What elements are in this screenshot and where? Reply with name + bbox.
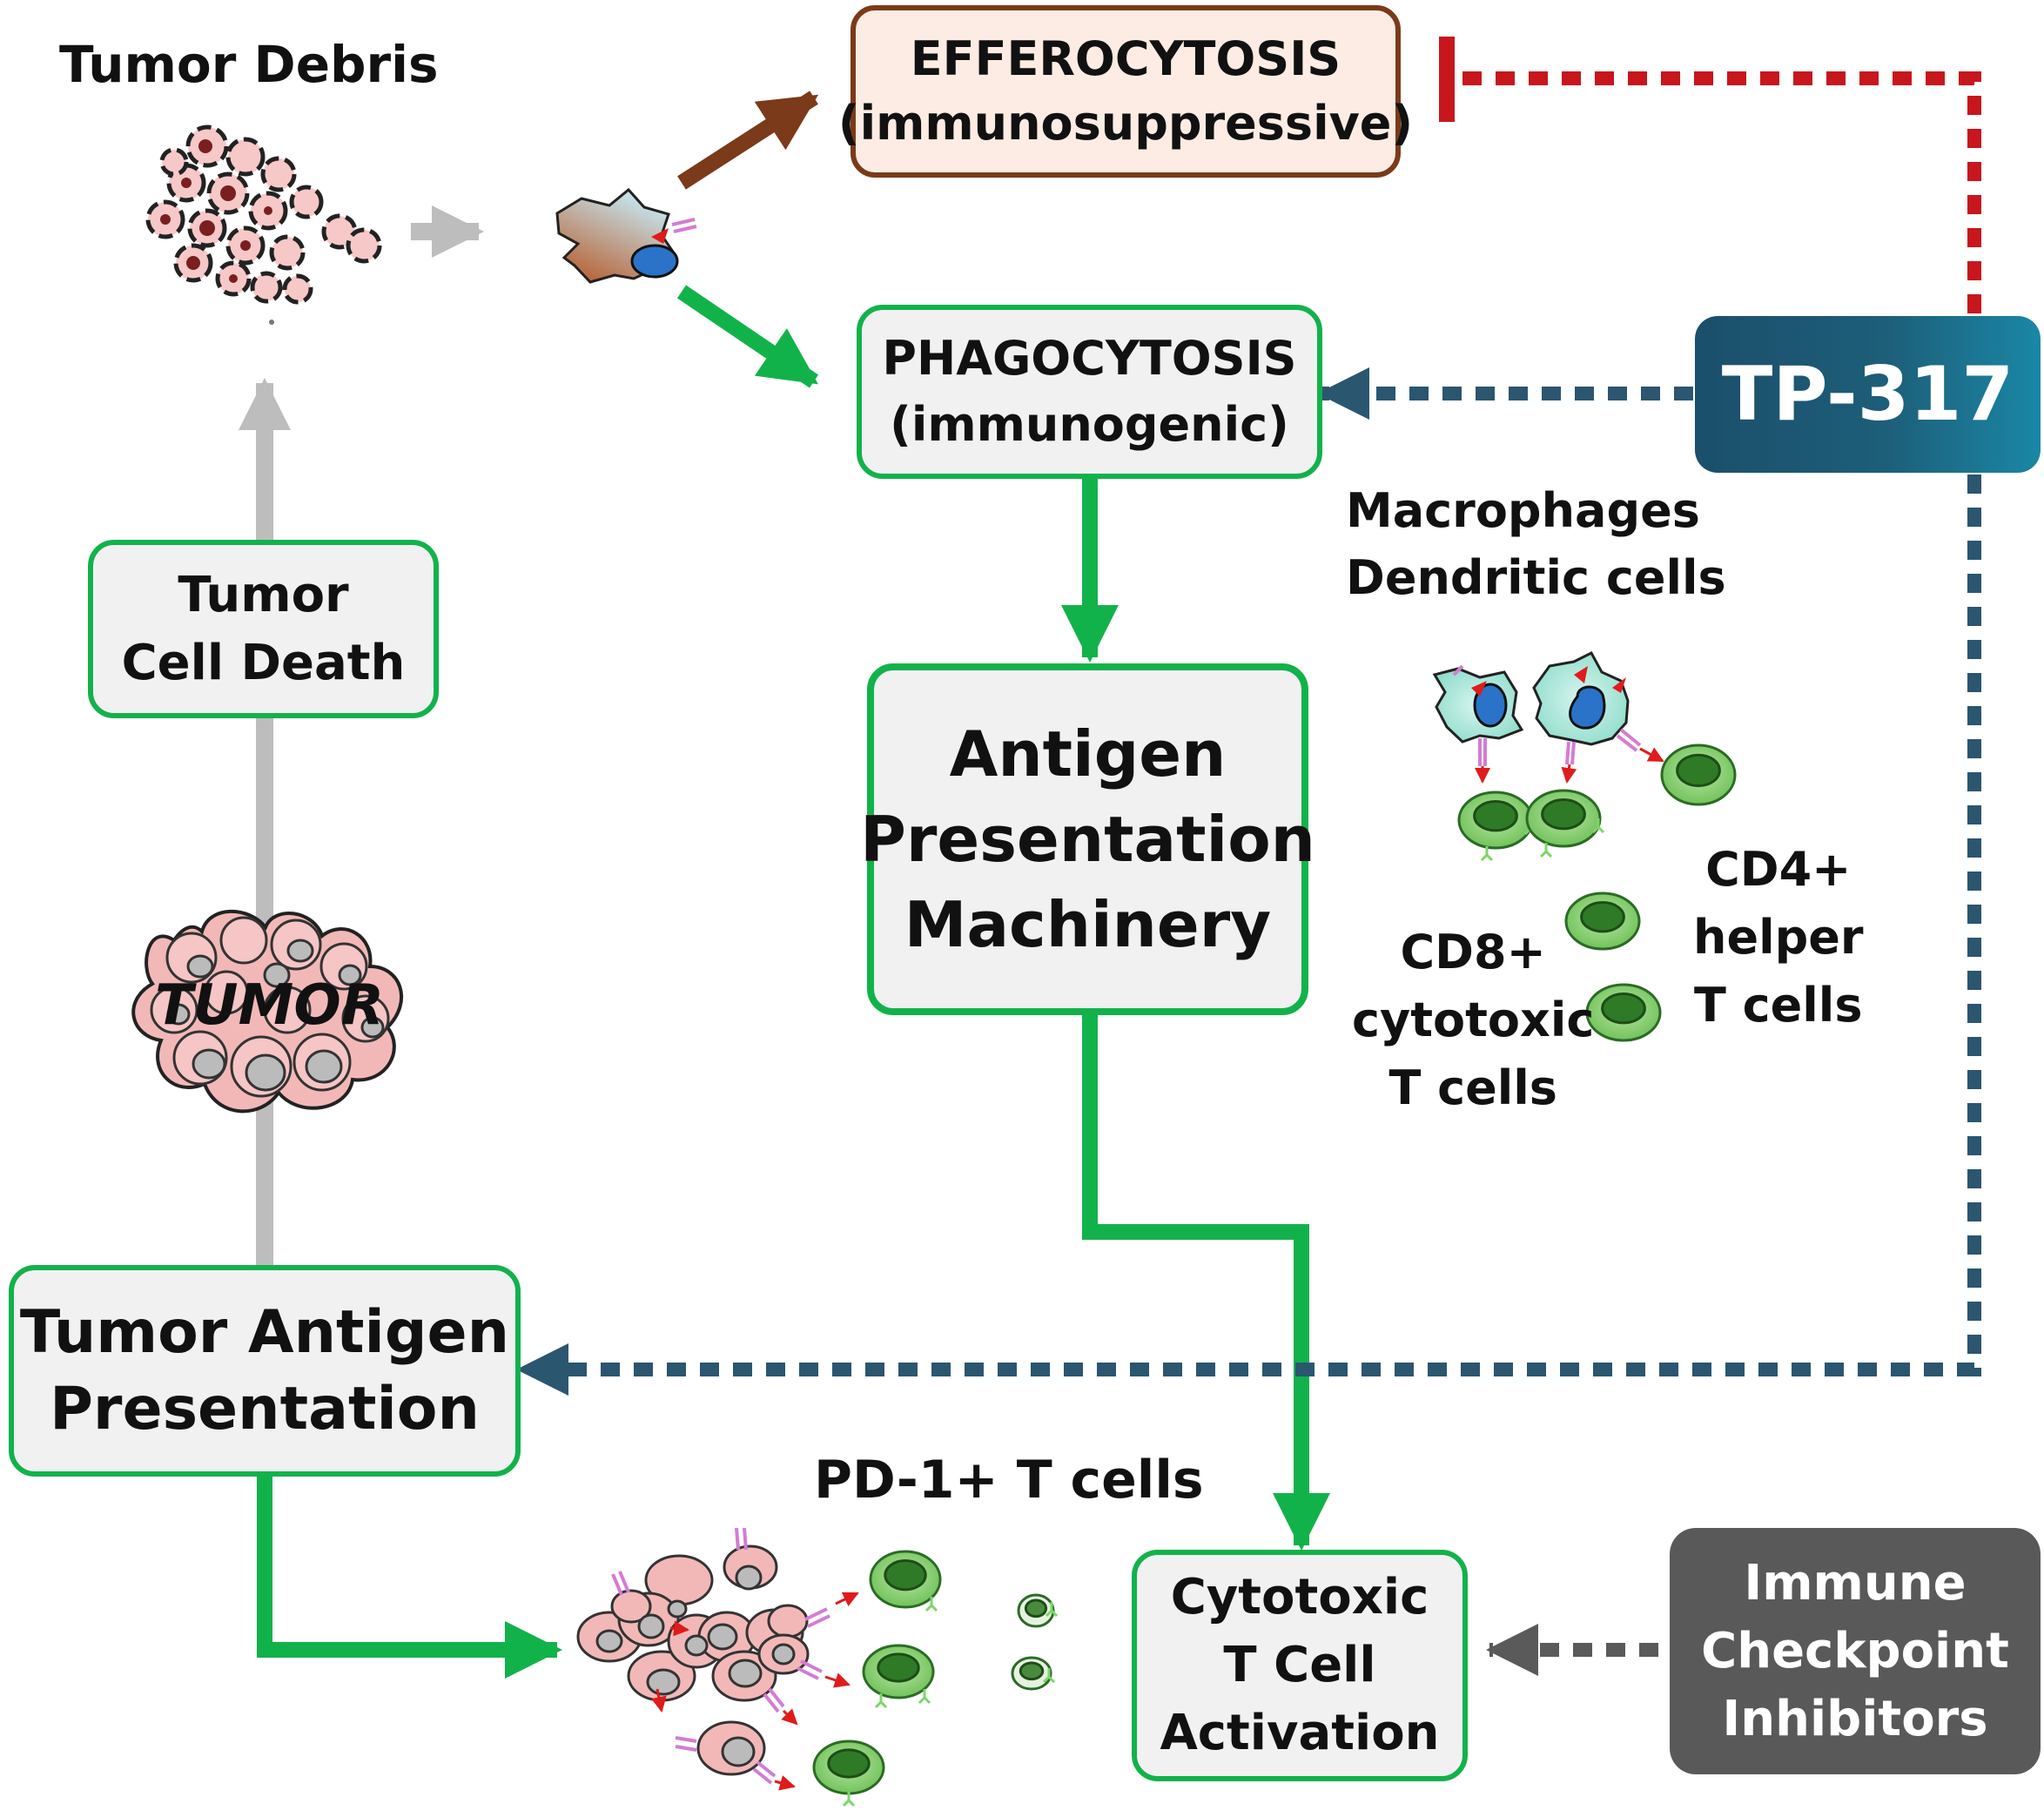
tp317-arrow-to-tumor-antigen <box>516 474 1981 1396</box>
t-cell-icon <box>1525 789 1605 858</box>
t-cell-icon <box>1457 791 1537 862</box>
immune-checkpoint-inhibitors-box[interactable]: Immune Checkpoint Inhibitors <box>1670 1528 2041 1774</box>
phagocytosis-title: PHAGOCYTOSIS <box>882 331 1297 386</box>
tp317-inhibition-to-efferocytosis <box>1458 71 1981 313</box>
efferocytosis-title: EFFEROCYTOSIS <box>910 31 1341 86</box>
green-arrow-to-activation <box>1082 1010 1330 1551</box>
green-arrow-to-phagocytosis <box>676 285 819 388</box>
debris-cluster-icon <box>145 124 382 325</box>
t-cell-icon <box>1017 1593 1059 1628</box>
tumor-cell-icon <box>576 1527 859 1791</box>
tp317-box[interactable]: TP-317 <box>1695 316 2041 473</box>
macrophage-icon <box>555 187 697 284</box>
tumor-cell-death-box: Tumor Cell Death <box>88 540 439 718</box>
dendritic-cell-icon <box>1432 664 1524 784</box>
t-cell-icon <box>1660 744 1737 806</box>
phagocytosis-box: PHAGOCYTOSIS (immunogenic) <box>857 305 1322 479</box>
tumor-mass-icon <box>131 909 404 1114</box>
t-cell-icon <box>812 1740 885 1807</box>
t-cell-icon <box>1011 1656 1056 1691</box>
t-cell-icon <box>869 1550 942 1612</box>
phagocytosis-subtitle: (immunogenic) <box>890 397 1289 452</box>
tumor-debris-label: Tumor Debris <box>59 35 439 94</box>
tumor-label: TUMOR <box>155 973 384 1038</box>
tp317-label: TP-317 <box>1721 351 2014 438</box>
cytotoxic-activation-box: Cytotoxic T Cell Activation <box>1132 1550 1468 1781</box>
efferocytosis-subtitle: (immunosuppressive) <box>837 96 1414 151</box>
efferocytosis-box: EFFEROCYTOSIS (immunosuppressive) <box>838 5 1413 178</box>
dendritic-cell-icon <box>1532 651 1664 784</box>
macrophages-dendritic-label: Macrophages Dendritic cells <box>1346 483 1726 605</box>
cd8-label: CD8+ cytotoxic T cells <box>1352 925 1595 1115</box>
tumor-antigen-presentation-box: Tumor Antigen Presentation <box>9 1265 521 1477</box>
pd1-label: PD-1+ T cells <box>814 1450 1204 1511</box>
brown-arrow-to-efferocytosis <box>677 91 819 190</box>
t-cell-icon <box>1585 983 1662 1042</box>
t-cell-icon <box>862 1644 935 1709</box>
cd4-label: CD4+ helper T cells <box>1693 842 1864 1033</box>
green-arrow-to-pd1-cluster <box>257 1471 562 1679</box>
t-cell-icon <box>1564 892 1641 951</box>
antigen-presentation-machinery-box: Antigen Presentation Machinery <box>860 663 1315 1015</box>
